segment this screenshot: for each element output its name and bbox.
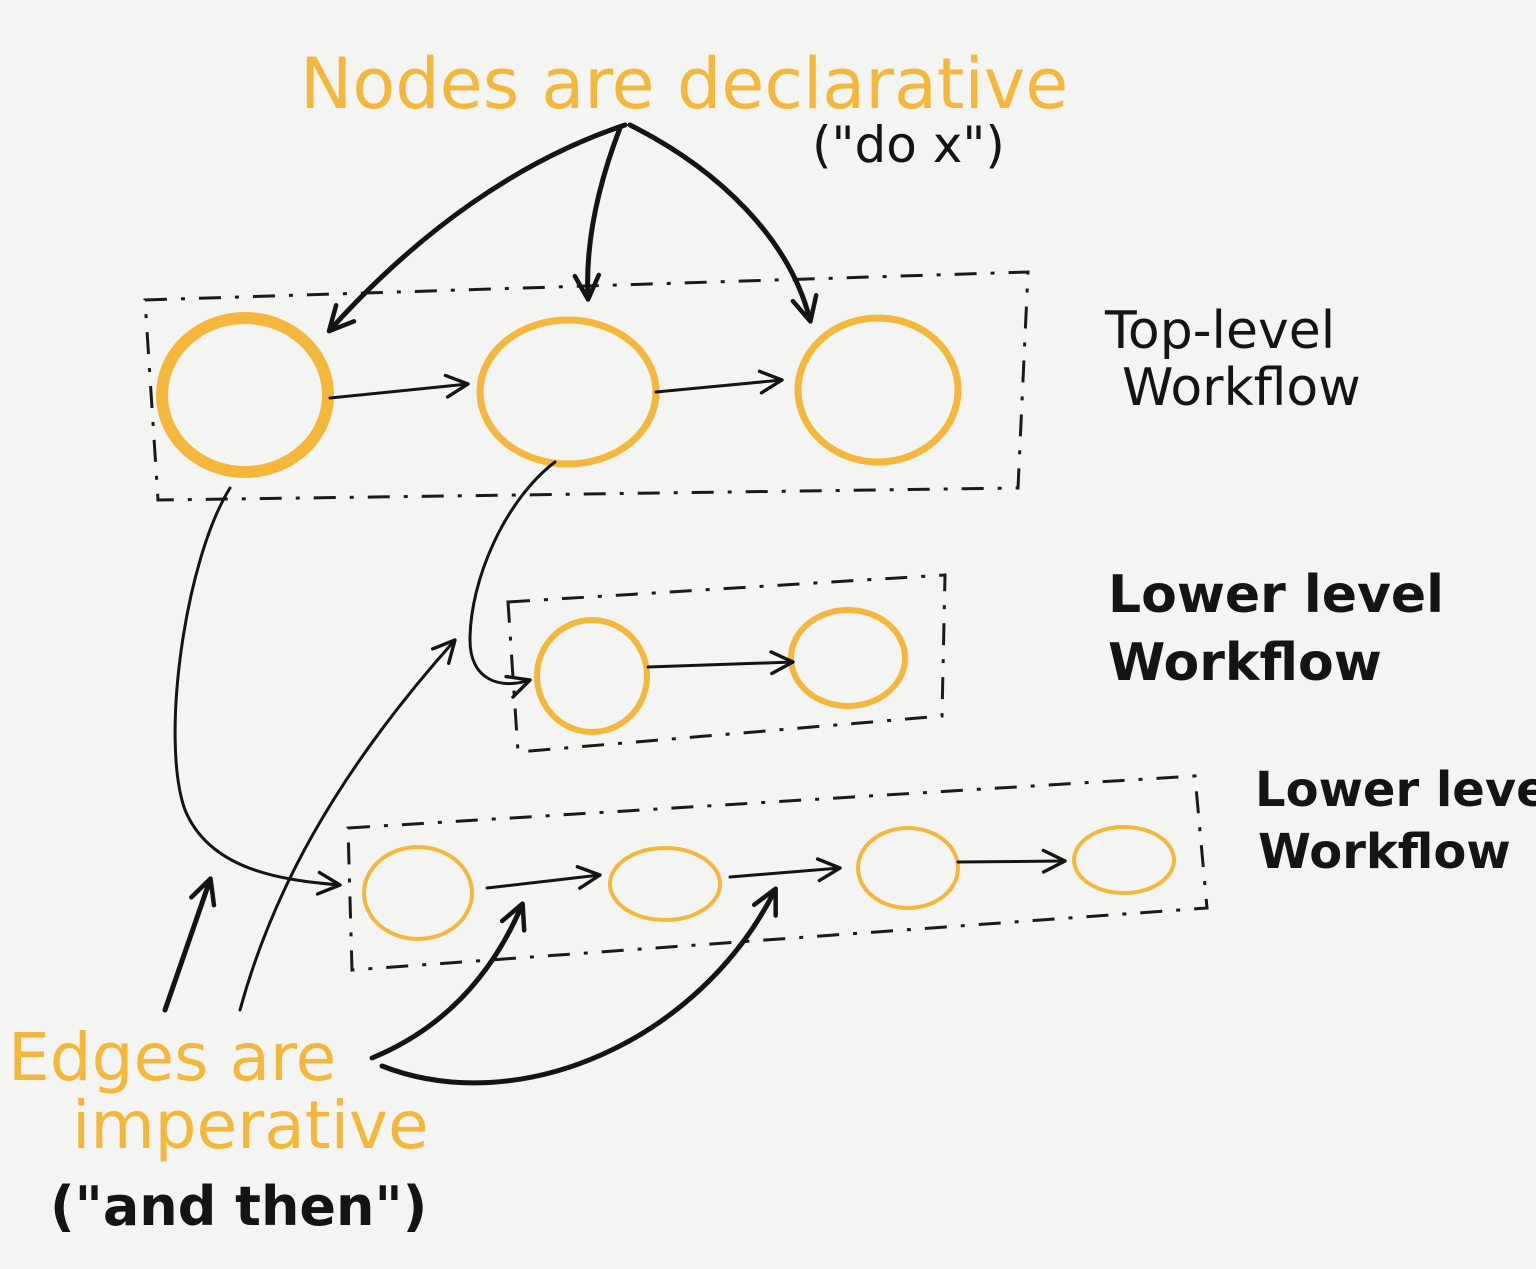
- bottom-node-3: [856, 826, 960, 910]
- bottom-node-4: [1072, 825, 1176, 895]
- edge-mid-1-2: [646, 650, 795, 676]
- mid-group-label-line1: Lower level: [1108, 565, 1444, 625]
- edge-bottom-1-2: [485, 865, 602, 890]
- top-node-1: [156, 312, 334, 478]
- bottom-lower-workflow-group: [346, 774, 1209, 972]
- top-node-3: [794, 314, 962, 466]
- top-level-workflow-group: [143, 270, 1030, 502]
- top-group-label-line2: Workflow: [1122, 358, 1361, 418]
- pointer-edges-to-bottom-edge-1: [369, 901, 527, 1061]
- pointer-nodes-to-top2: [572, 125, 623, 302]
- mid-group-label-line2: Workflow: [1108, 633, 1382, 693]
- nodes-declarative-subtitle: ("do x"): [812, 116, 1005, 174]
- pointer-nodes-to-top1: [326, 122, 628, 334]
- bottom-group-label-line2: Workflow: [1258, 824, 1511, 880]
- nodes-declarative-title: Nodes are declarative: [300, 43, 1068, 125]
- edge-top2-to-mid: [468, 460, 557, 699]
- bottom-group-label-line1: Lower level: [1255, 762, 1536, 818]
- pointer-nodes-to-top3: [627, 122, 819, 324]
- edges-imperative-line2: imperative: [72, 1087, 429, 1164]
- pointer-edges-to-bottom-edge-2: [379, 886, 778, 1086]
- edge-top-1-2: [328, 373, 470, 400]
- edges-imperative-subtitle: ("and then"): [50, 1175, 427, 1238]
- bottom-node-1: [362, 845, 474, 941]
- mid-node-2: [788, 607, 908, 709]
- edge-top-2-3: [654, 369, 784, 395]
- bottom-node-2: [608, 846, 722, 922]
- edges-imperative-line1: Edges are: [8, 1019, 336, 1096]
- top-group-label-line1: Top-level: [1104, 301, 1335, 361]
- mid-lower-workflow-group: [506, 573, 947, 754]
- top-node-2: [476, 316, 660, 468]
- pointer-edges-to-mid-edge: [238, 638, 457, 1012]
- mid-node-1: [534, 617, 650, 735]
- edge-bottom-2-3: [728, 857, 842, 883]
- edge-bottom-3-4: [956, 848, 1067, 874]
- edge-top1-to-bottom: [173, 486, 342, 896]
- pointer-edges-to-cross-edge: [162, 876, 217, 1013]
